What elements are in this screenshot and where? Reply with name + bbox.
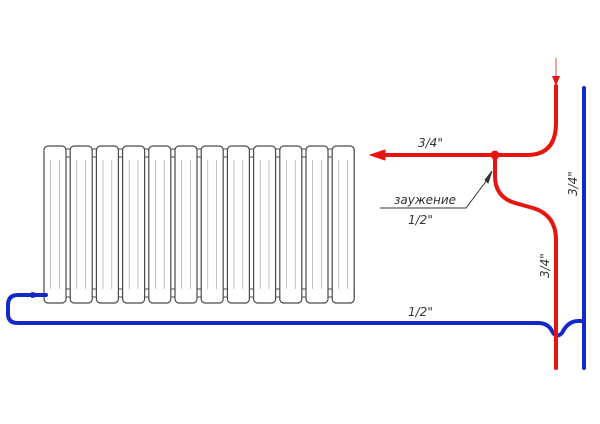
return-inlet-arrow [31, 292, 41, 298]
radiator-section [121, 145, 146, 304]
radiator-section [69, 145, 93, 304]
radiator-section [43, 145, 67, 304]
radiator-section [95, 145, 120, 304]
supply-riser-top [382, 84, 558, 157]
radiator [43, 145, 355, 304]
radiator-section [253, 145, 277, 304]
narrowing-leader [380, 170, 493, 209]
return-vertical-size-label: 3/4" [538, 253, 552, 278]
supply-inlet-arrow [369, 149, 386, 161]
radiator-section [226, 145, 250, 304]
supply-vertical-size-label: 3/4" [566, 171, 580, 196]
return-pipe [6, 86, 586, 370]
supply-bypass [493, 153, 558, 370]
radiator-section [331, 145, 355, 304]
narrowing-label: заужение [394, 193, 456, 207]
radiator-section [305, 145, 329, 304]
radiator-section [148, 145, 172, 304]
return-horizontal-pipe [6, 293, 586, 338]
supply-pipe [369, 84, 558, 370]
narrowing-size-label: 1/2" [408, 213, 433, 227]
radiator-section [279, 145, 303, 304]
return-horizontal-size-label: 1/2" [408, 305, 433, 319]
radiator-section [200, 145, 224, 304]
radiator-section [174, 145, 198, 304]
supply-horizontal-size-label: 3/4" [418, 136, 443, 150]
supply-tee [490, 150, 500, 160]
flow-direction-arrow [552, 58, 560, 86]
